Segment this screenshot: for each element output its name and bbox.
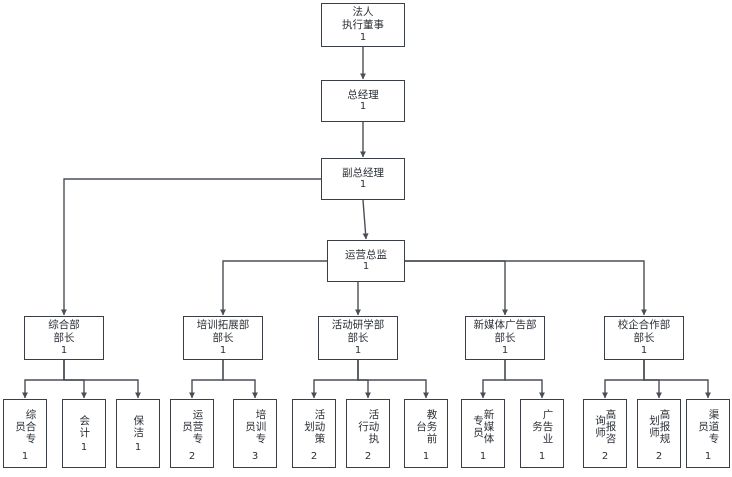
org-node-count: 1 [134, 441, 142, 453]
org-node-l1[interactable]: 综合专员 1 [3, 399, 47, 468]
org-node-l2[interactable]: 会计 1 [62, 399, 106, 468]
org-node-title: 综合部 [48, 319, 80, 332]
edge-n4-to-d2 [220, 260, 327, 316]
edge-d5-to-l13 [643, 360, 711, 399]
edge-n3-to-n4 [362, 199, 369, 240]
org-node-subtitle: 部长 [212, 331, 234, 344]
org-node-l3[interactable]: 保洁 1 [116, 399, 160, 468]
org-node-title: 会计 [78, 414, 91, 439]
org-node-subtitle: 部长 [347, 331, 369, 344]
org-node-title: 活动执行 [357, 408, 380, 445]
edge-d3-to-l8 [357, 360, 429, 399]
org-node-title: 高报咨询师 [594, 408, 617, 445]
org-node-count: 1 [359, 101, 367, 113]
org-node-title: 运营专员 [181, 408, 204, 445]
org-node-count: 1 [362, 261, 370, 273]
org-node-title: 广告业务 [531, 408, 554, 445]
org-node-l13[interactable]: 渠道专员 1 [686, 399, 730, 468]
org-node-count: 1 [422, 450, 430, 462]
edge-d3-to-l6 [311, 360, 359, 399]
org-node-count: 1 [704, 450, 712, 462]
org-node-l4[interactable]: 运营专员 2 [170, 399, 214, 468]
edge-d2-to-l5 [222, 360, 258, 399]
org-node-title: 新媒体广告部 [473, 319, 537, 332]
org-node-count: 1 [501, 344, 509, 356]
org-node-l6[interactable]: 活动策划 2 [292, 399, 336, 468]
org-node-count: 2 [188, 450, 196, 462]
edge-n4-to-d4 [405, 260, 508, 316]
org-node-title: 渠道专员 [697, 408, 720, 445]
org-node-title: 保洁 [132, 414, 145, 439]
org-node-title: 运营总监 [345, 248, 387, 261]
org-node-subtitle: 部长 [633, 331, 655, 344]
edge-d2-to-l4 [189, 360, 224, 399]
org-node-l5[interactable]: 培训专员 3 [233, 399, 277, 468]
org-node-l12[interactable]: 高报规划师 2 [637, 399, 681, 468]
org-node-l7[interactable]: 活动执行 2 [346, 399, 390, 468]
org-node-title: 校企合作部 [617, 319, 671, 332]
org-node-l11[interactable]: 高报咨询师 2 [583, 399, 627, 468]
org-node-title: 高报规划师 [648, 408, 671, 445]
org-node-count: 1 [60, 344, 68, 356]
edge-d5-to-l11 [602, 360, 645, 399]
org-node-l8[interactable]: 教务前台 1 [404, 399, 448, 468]
org-node-title: 综合专员 [14, 408, 37, 445]
edge-d5-to-l12 [643, 360, 662, 399]
org-node-count: 1 [354, 344, 362, 356]
org-node-l9[interactable]: 新媒体专员 1 [461, 399, 505, 468]
edge-d4-to-l10 [504, 360, 545, 399]
org-node-title: 副总经理 [342, 166, 384, 179]
org-node-subtitle: 部长 [494, 331, 516, 344]
edge-d4-to-l9 [480, 360, 506, 399]
edge-d1-to-l2 [63, 360, 87, 399]
org-node-count: 2 [310, 450, 318, 462]
org-node-title: 活动研学部 [331, 319, 385, 332]
edge-n3-to-d1 [61, 178, 321, 316]
org-node-title: 培训拓展部 [196, 319, 250, 332]
org-node-title: 培训专员 [244, 408, 267, 445]
org-node-title: 新媒体专员 [472, 408, 495, 445]
org-node-title: 法人 [352, 6, 374, 19]
org-node-count: 1 [359, 31, 367, 43]
org-node-count: 2 [601, 450, 609, 462]
org-node-count: 3 [251, 450, 259, 462]
org-node-subtitle: 执行董事 [342, 18, 384, 31]
org-node-count: 1 [479, 450, 487, 462]
org-node-count: 2 [655, 450, 663, 462]
org-node-count: 1 [359, 179, 367, 191]
org-node-count: 1 [538, 450, 546, 462]
org-node-title: 总经理 [347, 88, 379, 101]
org-node-count: 1 [640, 344, 648, 356]
org-node-title: 教务前台 [415, 408, 438, 445]
org-node-subtitle: 部长 [53, 331, 75, 344]
edge-n4-to-d5 [405, 260, 647, 316]
org-node-count: 1 [80, 441, 88, 453]
edge-d3-to-l7 [357, 360, 371, 399]
edge-d1-to-l1 [22, 360, 65, 399]
org-node-count: 2 [364, 450, 372, 462]
org-node-title: 活动策划 [303, 408, 326, 445]
org-node-count: 1 [21, 450, 29, 462]
org-node-count: 1 [219, 344, 227, 356]
org-node-l10[interactable]: 广告业务 1 [520, 399, 564, 468]
edge-d1-to-l3 [63, 360, 141, 399]
